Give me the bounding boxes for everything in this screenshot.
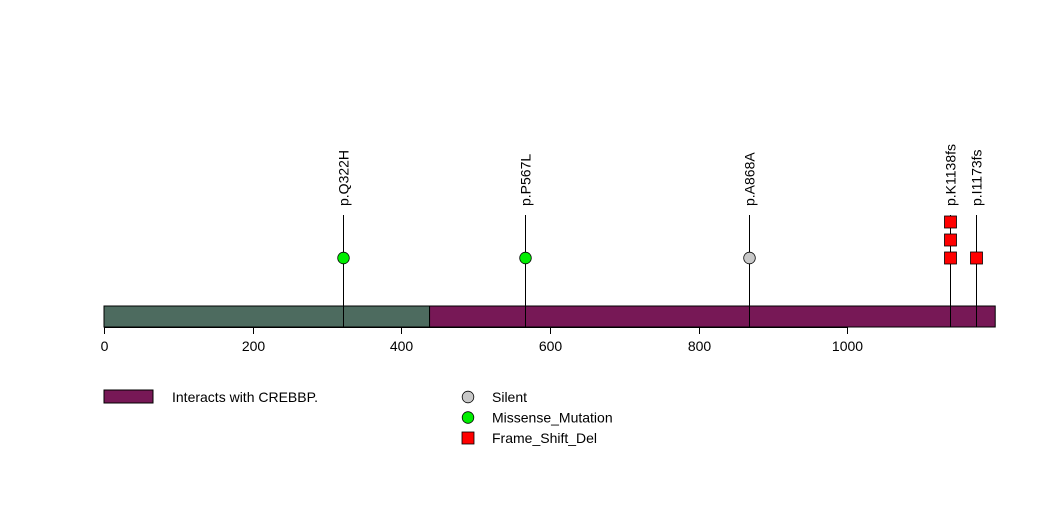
x-axis: 0 200 400 600 800 1000 (101, 327, 863, 354)
x-tick-label: 400 (390, 338, 414, 354)
mutation-marker (944, 233, 957, 247)
legend-mutation-swatch (461, 411, 475, 424)
legend-mutation-swatch (461, 390, 475, 404)
mutation-marker (970, 251, 983, 265)
legend-mutation-label: Missense_Mutation (492, 410, 613, 426)
domain-segment (429, 305, 996, 328)
protein-domain-bar (103, 305, 996, 328)
legend-mutation-label: Silent (492, 389, 527, 405)
mutation-marker (337, 251, 350, 265)
mutation-label: p.P567L (518, 154, 534, 206)
x-tick-label: 200 (242, 338, 266, 354)
mutation-label: p.K1138fs (943, 144, 959, 206)
x-tick-label: 600 (539, 338, 563, 354)
stem-overlay-layer (343, 306, 977, 327)
legend-domain-label: Interacts with CREBBP. (172, 389, 318, 405)
mutation-marker (743, 251, 756, 265)
lollipop-layer: p.Q322H p.P567L p.A868A p.K1138fs p.I1173fs (336, 144, 985, 306)
mutation-marker (519, 251, 532, 265)
x-tick-label: 1000 (832, 338, 863, 354)
mutation-label: p.Q322H (336, 150, 352, 206)
mutation-marker (944, 215, 957, 229)
domain-segment (103, 305, 431, 328)
x-tick-label: 0 (101, 338, 109, 354)
mutation-label: p.I1173fs (969, 149, 985, 206)
legend-domain-swatch (103, 389, 154, 404)
x-tick-label: 800 (688, 338, 712, 354)
legend: Interacts with CREBBP. SilentMissense_Mut… (103, 389, 613, 446)
mutation-label: p.A868A (742, 152, 758, 206)
mutation-marker (944, 251, 957, 265)
legend-mutation-label: Frame_Shift_Del (492, 430, 597, 446)
legend-mutation-swatch (461, 431, 475, 445)
